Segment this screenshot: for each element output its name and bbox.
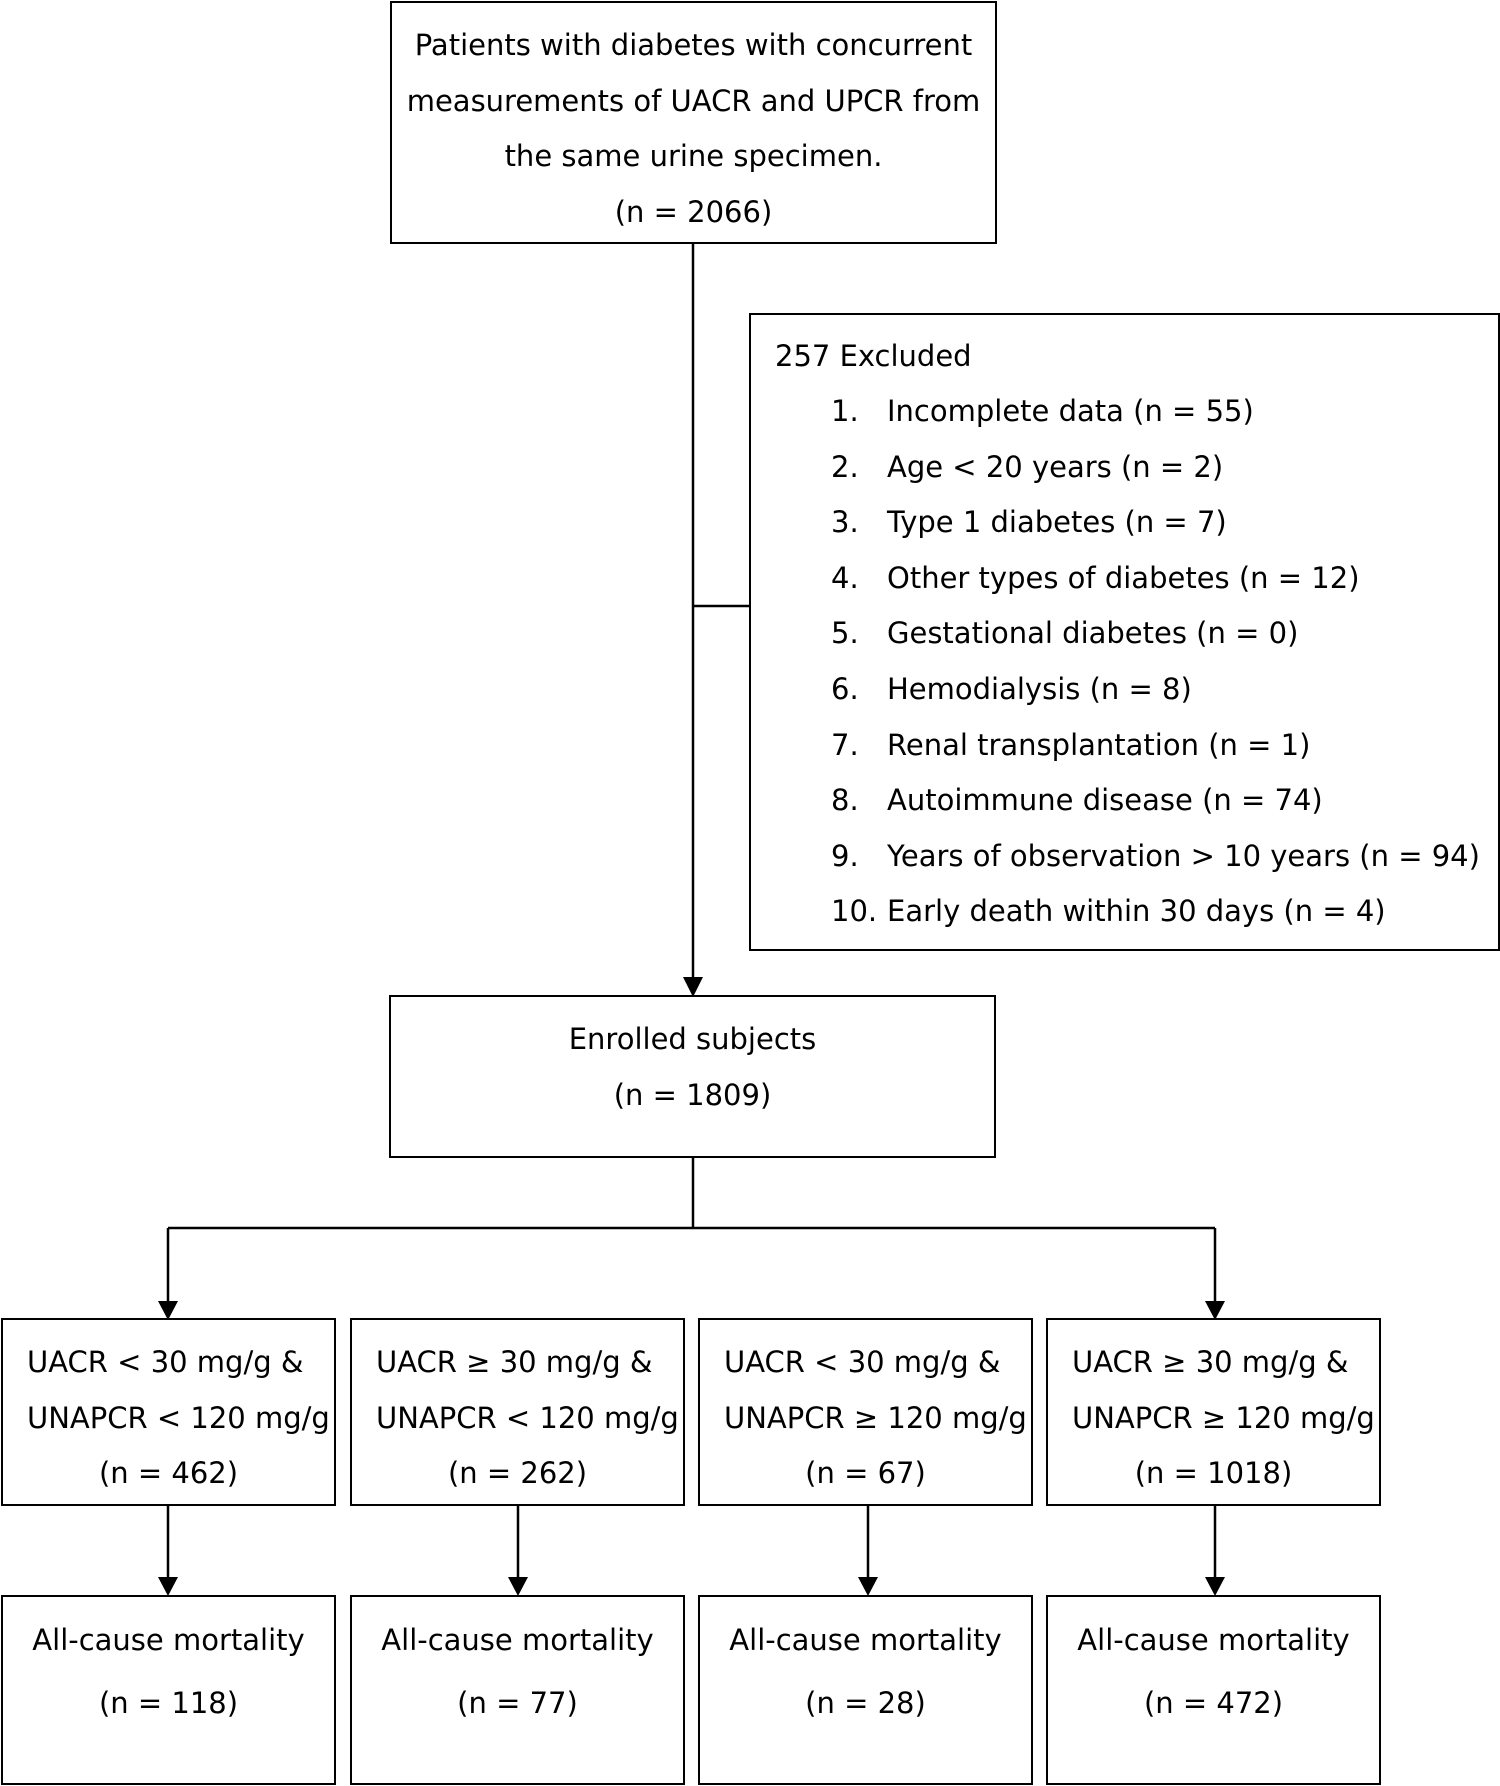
group-line-1: UACR ≥ 30 mg/g & bbox=[376, 1345, 653, 1379]
enrolled-label: Enrolled subjects bbox=[568, 1022, 817, 1056]
group-count: (n = 462) bbox=[98, 1456, 239, 1490]
excluded-item-text: Age < 20 years (n = 2) bbox=[887, 450, 1224, 484]
screening-line-3: the same urine specimen. bbox=[504, 139, 883, 173]
arrowhead-enrolled bbox=[683, 977, 703, 997]
group-line-2: UNAPCR ≥ 120 mg/g bbox=[1072, 1401, 1375, 1435]
enrolled-box: Enrolled subjects (n = 1809) bbox=[389, 995, 996, 1158]
group-line-2: UNAPCR ≥ 120 mg/g bbox=[724, 1401, 1027, 1435]
excluded-title: 257 Excluded bbox=[775, 339, 972, 373]
outcome-count: (n = 28) bbox=[805, 1686, 926, 1720]
group-box-3: UACR < 30 mg/g & UNAPCR ≥ 120 mg/g (n = … bbox=[698, 1318, 1033, 1506]
excluded-item-num: 2. bbox=[831, 450, 859, 484]
arrowhead-outcome3 bbox=[858, 1577, 878, 1596]
group-count: (n = 1018) bbox=[1134, 1456, 1293, 1490]
excluded-item-text: Years of observation > 10 years (n = 94) bbox=[887, 839, 1480, 873]
group-line-1: UACR < 30 mg/g & bbox=[27, 1345, 304, 1379]
outcome-label: All-cause mortality bbox=[381, 1623, 654, 1657]
group-count: (n = 67) bbox=[805, 1456, 926, 1490]
excluded-box: 257 Excluded 1. Incomplete data (n = 55)… bbox=[749, 313, 1500, 951]
group-count: (n = 262) bbox=[447, 1456, 588, 1490]
arrowhead-outcome1 bbox=[158, 1577, 178, 1596]
group-line-2: UNAPCR < 120 mg/g bbox=[376, 1401, 679, 1435]
excluded-item-num: 6. bbox=[831, 672, 859, 706]
excluded-item-num: 10. bbox=[831, 894, 878, 928]
group-box-4: UACR ≥ 30 mg/g & UNAPCR ≥ 120 mg/g (n = … bbox=[1046, 1318, 1381, 1506]
arrowhead-outcome2 bbox=[508, 1577, 528, 1596]
outcome-box-1: All-cause mortality (n = 118) bbox=[1, 1595, 336, 1785]
excluded-item-text: Other types of diabetes (n = 12) bbox=[887, 561, 1360, 595]
outcome-box-3: All-cause mortality (n = 28) bbox=[698, 1595, 1033, 1785]
excluded-item-num: 1. bbox=[831, 394, 859, 428]
screening-count: (n = 2066) bbox=[614, 195, 773, 229]
excluded-item-num: 9. bbox=[831, 839, 859, 873]
excluded-item-text: Incomplete data (n = 55) bbox=[887, 394, 1254, 428]
excluded-item-text: Type 1 diabetes (n = 7) bbox=[887, 505, 1227, 539]
outcome-box-4: All-cause mortality (n = 472) bbox=[1046, 1595, 1381, 1785]
excluded-item-num: 4. bbox=[831, 561, 859, 595]
excluded-item-text: Renal transplantation (n = 1) bbox=[887, 728, 1311, 762]
screening-box: Patients with diabetes with concurrent m… bbox=[390, 1, 997, 244]
excluded-item-text: Autoimmune disease (n = 74) bbox=[887, 783, 1323, 817]
screening-line-1: Patients with diabetes with concurrent bbox=[414, 28, 973, 62]
enrolled-count: (n = 1809) bbox=[613, 1078, 772, 1112]
outcome-count: (n = 77) bbox=[457, 1686, 578, 1720]
outcome-count: (n = 118) bbox=[98, 1686, 239, 1720]
excluded-item-text: Early death within 30 days (n = 4) bbox=[887, 894, 1386, 928]
excluded-item-text: Gestational diabetes (n = 0) bbox=[887, 616, 1299, 650]
arrowhead-group1 bbox=[158, 1301, 178, 1320]
outcome-label: All-cause mortality bbox=[32, 1623, 305, 1657]
group-line-1: UACR ≥ 30 mg/g & bbox=[1072, 1345, 1349, 1379]
group-box-2: UACR ≥ 30 mg/g & UNAPCR < 120 mg/g (n = … bbox=[350, 1318, 685, 1506]
excluded-item-num: 3. bbox=[831, 505, 859, 539]
screening-line-2: measurements of UACR and UPCR from bbox=[406, 84, 981, 118]
outcome-label: All-cause mortality bbox=[729, 1623, 1002, 1657]
outcome-count: (n = 472) bbox=[1143, 1686, 1284, 1720]
excluded-item-text: Hemodialysis (n = 8) bbox=[887, 672, 1192, 706]
excluded-item-num: 5. bbox=[831, 616, 859, 650]
group-box-1: UACR < 30 mg/g & UNAPCR < 120 mg/g (n = … bbox=[1, 1318, 336, 1506]
arrowhead-group4 bbox=[1205, 1301, 1225, 1320]
outcome-box-2: All-cause mortality (n = 77) bbox=[350, 1595, 685, 1785]
outcome-label: All-cause mortality bbox=[1077, 1623, 1350, 1657]
arrowhead-outcome4 bbox=[1205, 1577, 1225, 1596]
excluded-item-num: 7. bbox=[831, 728, 859, 762]
group-line-1: UACR < 30 mg/g & bbox=[724, 1345, 1001, 1379]
group-line-2: UNAPCR < 120 mg/g bbox=[27, 1401, 330, 1435]
excluded-item-num: 8. bbox=[831, 783, 859, 817]
